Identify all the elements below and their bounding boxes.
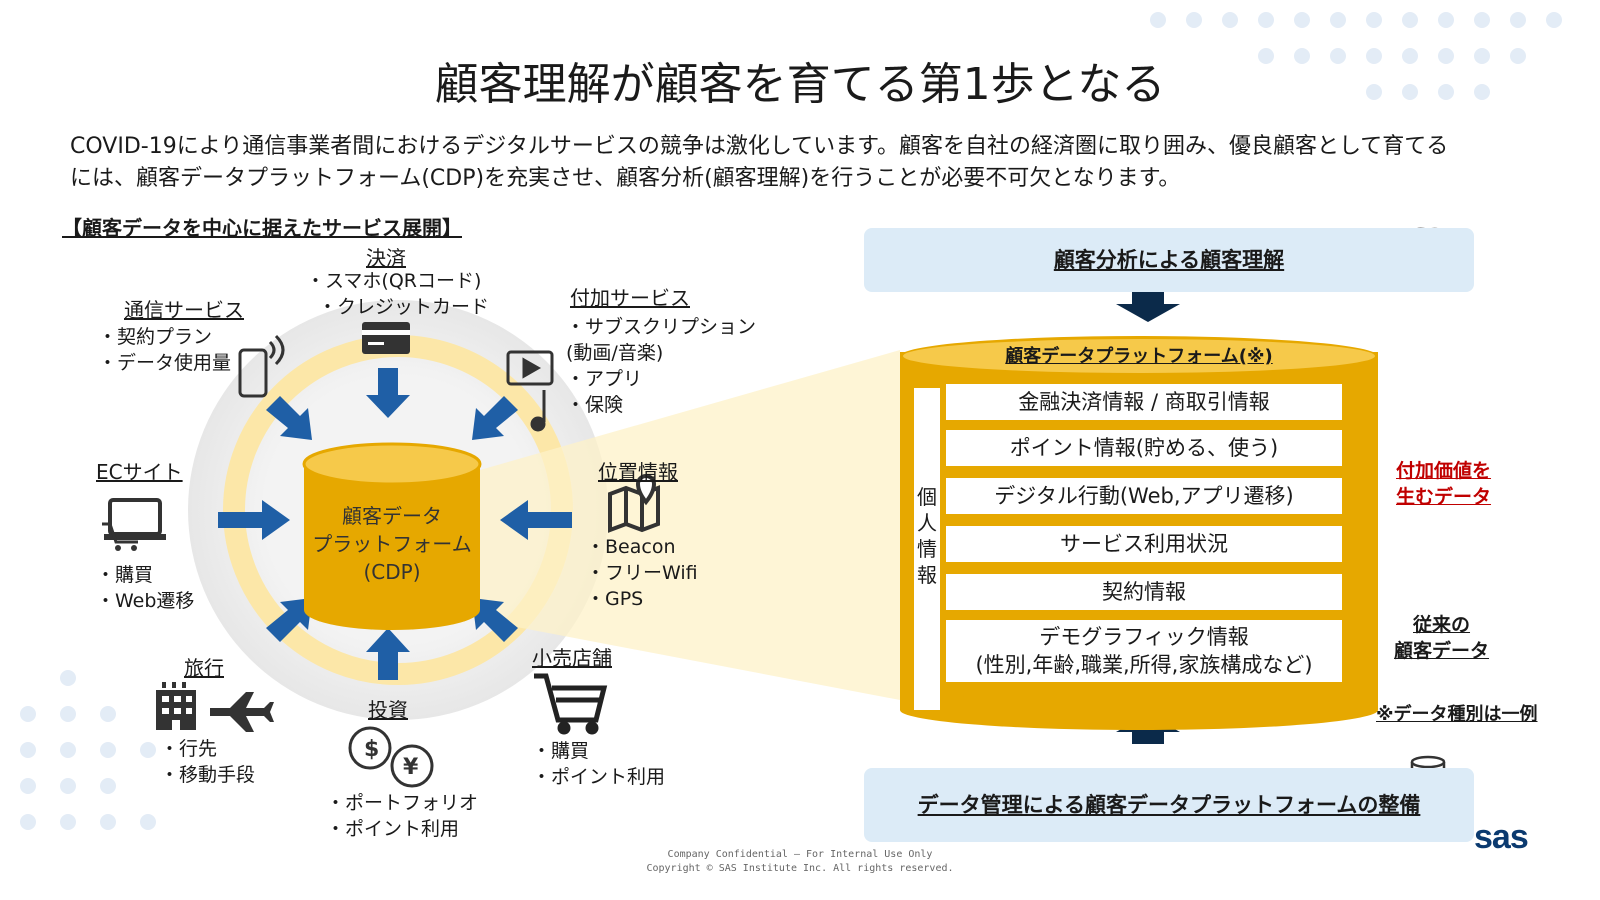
personal-info-char: 情 <box>917 537 937 561</box>
value-data-label: 付加価値を 生むデータ <box>1396 458 1491 510</box>
cart-icon <box>534 673 608 735</box>
data-row-financial: 金融決済情報 / 商取引情報 <box>946 384 1342 420</box>
arrow-from-retail <box>472 598 518 642</box>
service-item: ・Beacon <box>586 536 676 558</box>
map-pin-icon <box>608 474 660 533</box>
cdp-database-title: 顧客データプラットフォーム(※) <box>1005 346 1273 367</box>
page-title: 顧客理解が顧客を育てる第1歩となる <box>434 59 1166 110</box>
data-row-contract: 契約情報 <box>946 574 1342 610</box>
service-item: ・GPS <box>586 588 644 610</box>
customer-analysis-label: 顧客分析による顧客理解 <box>1053 248 1285 272</box>
decorative-dots-top <box>1150 12 1570 122</box>
service-item: ・契約プラン <box>98 326 213 348</box>
service-item: ・アプリ <box>566 368 643 390</box>
intro-line-2: には、顧客データプラットフォーム(CDP)を充実させ、顧客分析(顧客理解)を行う… <box>70 166 1181 191</box>
yen-glyph: ¥ <box>403 755 419 780</box>
arrow-from-settlement <box>366 368 410 418</box>
laptop-cart-icon <box>102 498 166 551</box>
service-item: ・データ使用量 <box>98 352 232 374</box>
decorative-dots-bottom <box>20 670 220 870</box>
cdp-label: 顧客データ プラットフォーム (CDP) <box>302 502 482 586</box>
section-heading: 【顧客データを中心に据えたサービス展開】 <box>62 216 462 240</box>
building-plane-icon <box>156 682 274 732</box>
arrow-from-location <box>500 500 572 540</box>
service-item: ・移動手段 <box>160 764 256 786</box>
cdp-label-line: (CDP) <box>363 560 421 584</box>
arrow-down-to-cdp <box>1116 292 1180 322</box>
service-title-ec: ECサイト <box>96 460 183 484</box>
example-note: ※データ種別は一例 <box>1376 704 1538 725</box>
service-item: ・ポイント利用 <box>532 766 666 788</box>
data-management-panel: データ管理による顧客データプラットフォームの整備 <box>864 768 1474 842</box>
phone-icon <box>238 334 285 398</box>
traditional-data-label: 従来の 顧客データ <box>1394 612 1489 664</box>
service-title-telecom: 通信サービス <box>124 298 244 322</box>
data-row-demographic: デモグラフィック情報 (性別,年齢,職業,所得,家族構成など) <box>946 620 1342 682</box>
service-item: ・サブスクリプション <box>566 316 757 338</box>
footer-confidential: Company Confidential – For Internal Use … <box>667 849 933 860</box>
traditional-data-line: 従来の <box>1413 614 1471 636</box>
demographic-detail: (性別,年齢,職業,所得,家族構成など) <box>975 653 1313 677</box>
service-title-investment: 投資 <box>368 698 408 722</box>
dollar-glyph: $ <box>364 737 379 762</box>
customer-analysis-panel: 顧客分析による顧客理解 <box>864 228 1474 292</box>
value-data-line: 付加価値を <box>1396 460 1492 482</box>
card-icon <box>362 322 410 354</box>
service-item: (動画/音楽) <box>566 342 664 364</box>
service-item: ・ポイント利用 <box>326 818 460 840</box>
service-title-location: 位置情報 <box>598 460 678 484</box>
service-item: ・行先 <box>160 738 218 760</box>
cdp-cylinder <box>302 442 482 630</box>
arrow-from-travel <box>266 598 312 642</box>
video-music-icon <box>506 350 554 432</box>
personal-info-label: 個 人 情 報 <box>914 484 940 588</box>
projection-beam <box>480 350 900 700</box>
service-item: ・購買 <box>96 564 154 586</box>
service-item: ・フリーWifi <box>586 562 698 584</box>
data-row-points: ポイント情報(貯める、使う) <box>946 430 1342 466</box>
service-title-travel: 旅行 <box>184 656 224 680</box>
demographic-title: デモグラフィック情報 <box>1039 625 1249 649</box>
dollar-yen-icon <box>348 726 434 788</box>
traditional-data-line: 顧客データ <box>1394 640 1490 662</box>
cdp-database-top <box>900 336 1378 376</box>
personal-info-column <box>914 388 940 710</box>
data-row-service-usage: サービス利用状況 <box>946 526 1342 562</box>
value-data-line: 生むデータ <box>1396 486 1492 508</box>
service-item: ・クレジットカード <box>318 296 490 318</box>
intro-line-1: COVID-19により通信事業者間におけるデジタルサービスの競争は激化しています… <box>70 134 1449 159</box>
service-item: ・ポートフォリオ <box>326 792 479 814</box>
personal-info-char: 個 <box>917 485 937 509</box>
arrow-from-addon <box>472 396 518 440</box>
service-title-addon: 付加サービス <box>570 286 690 310</box>
footer-copyright: Copyright © SAS Institute Inc. All right… <box>646 863 954 874</box>
sas-logo: sas <box>1474 818 1529 856</box>
cdp-label-line: 顧客データ <box>342 504 442 528</box>
service-item: ・スマホ(QRコード) <box>306 270 482 292</box>
data-management-label: データ管理による顧客データプラットフォームの整備 <box>917 793 1421 817</box>
arrow-from-ec <box>218 500 290 540</box>
service-title-retail: 小売店舗 <box>532 646 612 670</box>
cdp-label-line: プラットフォーム <box>312 532 472 556</box>
service-item: ・Web遷移 <box>96 590 195 612</box>
service-item: ・保険 <box>566 394 624 416</box>
arrow-from-investment <box>366 628 410 680</box>
service-title-settlement: 決済 <box>366 246 406 270</box>
data-row-digital-behavior: デジタル行動(Web,アプリ遷移) <box>946 478 1342 514</box>
personal-info-char: 人 <box>917 511 937 535</box>
cdp-database-base <box>900 690 1378 730</box>
service-item: ・購買 <box>532 740 590 762</box>
arrow-from-telecom <box>266 396 312 440</box>
personal-info-char: 報 <box>917 563 937 587</box>
footer: Company Confidential – For Internal Use … <box>600 848 1000 876</box>
